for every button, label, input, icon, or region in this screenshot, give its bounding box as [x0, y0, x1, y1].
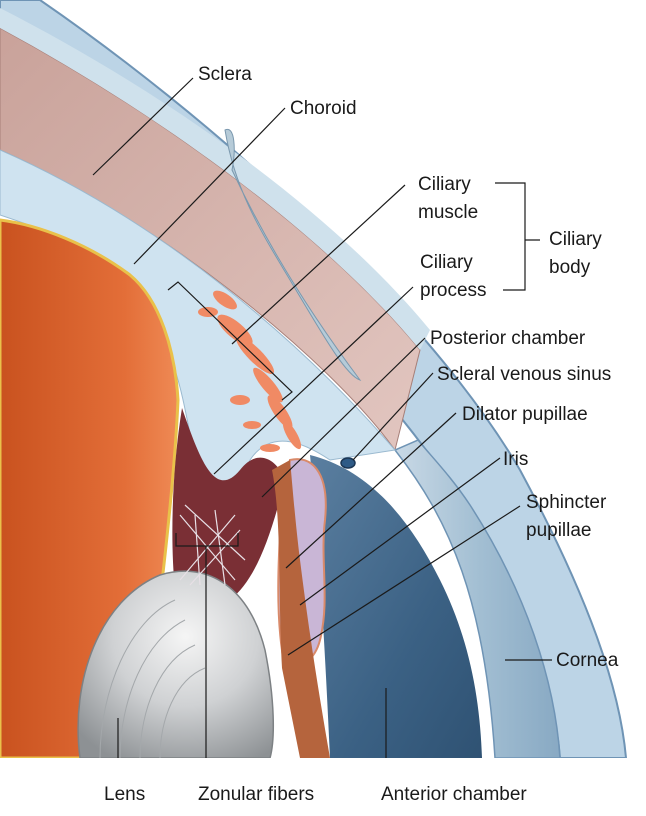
- caption-band: [0, 758, 646, 816]
- sclera-outer-band: [0, 8, 430, 350]
- label-ciliary-process-line2: process: [420, 280, 487, 301]
- ciliary-muscle-bracket: [167, 281, 293, 401]
- lens-fiber-arcs: [99, 599, 206, 759]
- scleral-venous-sinus-dot: [340, 457, 356, 469]
- ciliary-body-bracket: [495, 182, 540, 291]
- label-lens: Lens: [104, 784, 145, 805]
- label-ciliary-muscle-line2: muscle: [418, 202, 478, 223]
- label-ciliary-muscle-line1: Ciliary: [418, 174, 471, 195]
- label-cornea: Cornea: [556, 650, 619, 671]
- label-ciliary-process-line1: Ciliary: [420, 252, 473, 273]
- label-iris: Iris: [503, 449, 528, 470]
- label-zonular-fibers: Zonular fibers: [198, 784, 314, 805]
- label-dilator-pupillae: Dilator pupillae: [462, 404, 588, 425]
- leader-lines: [92, 77, 552, 775]
- lens-shape: [77, 570, 274, 759]
- label-anterior-chamber: Anterior chamber: [381, 784, 527, 805]
- label-sphincter-line1: Sphincter: [526, 492, 607, 513]
- zonular-fiber-lines: [179, 504, 246, 586]
- label-ciliary-body-line1: Ciliary: [549, 229, 602, 250]
- label-sphincter-line2: pupillae: [526, 520, 592, 541]
- label-posterior-chamber: Posterior chamber: [430, 328, 586, 349]
- label-scleral-venous-sinus: Scleral venous sinus: [437, 364, 611, 385]
- scleral-spur: [224, 128, 362, 381]
- label-sclera: Sclera: [198, 64, 252, 85]
- iris-posterior-edge: [272, 460, 330, 758]
- zonular-fibers-bracket: [175, 533, 239, 547]
- ciliary-process-accents: [198, 290, 302, 452]
- label-ciliary-body-line2: body: [549, 257, 591, 278]
- label-choroid: Choroid: [290, 98, 357, 119]
- anterior-chamber-region: [310, 455, 482, 758]
